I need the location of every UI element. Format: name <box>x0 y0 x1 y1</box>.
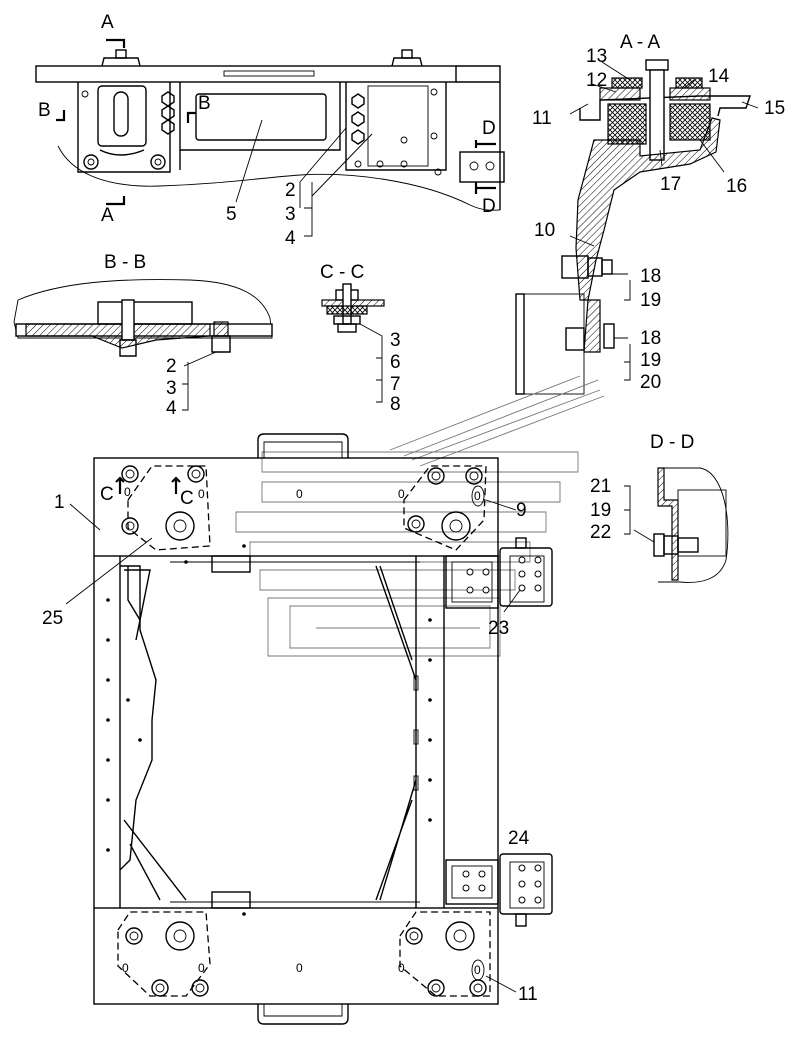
label-part-11-frame: 11 <box>518 984 538 1005</box>
label-part-6: 6 <box>390 352 401 373</box>
section-aa-title: A - A <box>620 32 660 53</box>
section-marker-c-right: C <box>171 476 194 509</box>
top-view <box>35 49 505 211</box>
section-marker-d-top: D <box>474 118 496 148</box>
svg-text:C: C <box>180 488 194 509</box>
label-part-16: 16 <box>726 176 747 197</box>
label-part-8: 8 <box>390 394 401 415</box>
label-part-13: 13 <box>586 46 607 67</box>
section-dd-title: D - D <box>650 432 694 453</box>
label-part-7: 7 <box>390 374 401 395</box>
hole-mark: 0 <box>296 487 303 501</box>
svg-text:D: D <box>482 196 496 217</box>
hole-mark: 0 <box>198 961 205 975</box>
label-part-17: 17 <box>660 174 681 195</box>
label-part-2-bb: 2 <box>166 356 177 377</box>
svg-text:C: C <box>100 484 114 505</box>
section-marker-a-top: A <box>101 12 126 48</box>
label-part-9: 9 <box>516 500 527 521</box>
label-part-15: 15 <box>764 98 785 119</box>
hole-mark: 0 <box>296 961 303 975</box>
section-bb-view: B - B <box>13 252 273 357</box>
section-cc-title: C - C <box>320 262 364 283</box>
hole-mark: 0 <box>474 489 481 503</box>
hole-mark: 0 <box>124 485 131 499</box>
label-part-3-bb: 3 <box>166 378 177 399</box>
section-marker-b-right: B <box>186 93 211 123</box>
hole-mark: 0 <box>198 487 205 501</box>
label-part-4-bb: 4 <box>166 398 177 419</box>
label-part-4-top: 4 <box>285 228 296 249</box>
label-part-3-cc: 3 <box>390 330 401 351</box>
section-marker-b-left: B <box>38 100 66 122</box>
label-part-19-dd: 19 <box>590 500 611 521</box>
label-part-22: 22 <box>590 522 611 543</box>
svg-text:B: B <box>198 93 211 114</box>
label-part-2-top: 2 <box>285 180 296 201</box>
label-part-19-b: 19 <box>640 350 661 371</box>
label-part-21: 21 <box>590 476 611 497</box>
section-aa-view: A - A <box>515 32 751 395</box>
label-part-18-b: 18 <box>640 328 661 349</box>
svg-text:B: B <box>38 100 51 121</box>
section-bb-title: B - B <box>104 252 146 273</box>
svg-text:D: D <box>482 118 496 139</box>
hole-mark: 0 <box>474 963 481 977</box>
label-part-19-a: 19 <box>640 290 661 311</box>
section-dd-view: D - D <box>650 432 729 583</box>
hole-mark: 0 <box>398 961 405 975</box>
label-part-1: 1 <box>54 492 65 513</box>
label-part-12: 12 <box>586 70 607 91</box>
section-marker-a-bottom: A <box>101 196 126 226</box>
label-part-23: 23 <box>488 618 509 639</box>
label-part-25: 25 <box>42 608 63 629</box>
hole-mark: 0 <box>122 961 129 975</box>
label-part-3-top: 3 <box>285 204 296 225</box>
section-marker-c-left: C <box>100 476 125 505</box>
main-frame <box>93 375 605 1025</box>
svg-text:A: A <box>101 205 114 226</box>
label-part-11-aa: 11 <box>532 108 552 129</box>
label-part-20: 20 <box>640 372 661 393</box>
label-part-24: 24 <box>508 828 530 849</box>
svg-text:A: A <box>101 12 114 33</box>
label-part-5: 5 <box>226 204 237 225</box>
label-part-10: 10 <box>534 220 555 241</box>
hole-mark: 0 <box>398 487 405 501</box>
section-marker-d-bottom: D <box>474 182 496 217</box>
label-part-14: 14 <box>708 66 730 87</box>
section-cc-view: C - C <box>320 262 385 333</box>
label-part-18-a: 18 <box>640 266 661 287</box>
